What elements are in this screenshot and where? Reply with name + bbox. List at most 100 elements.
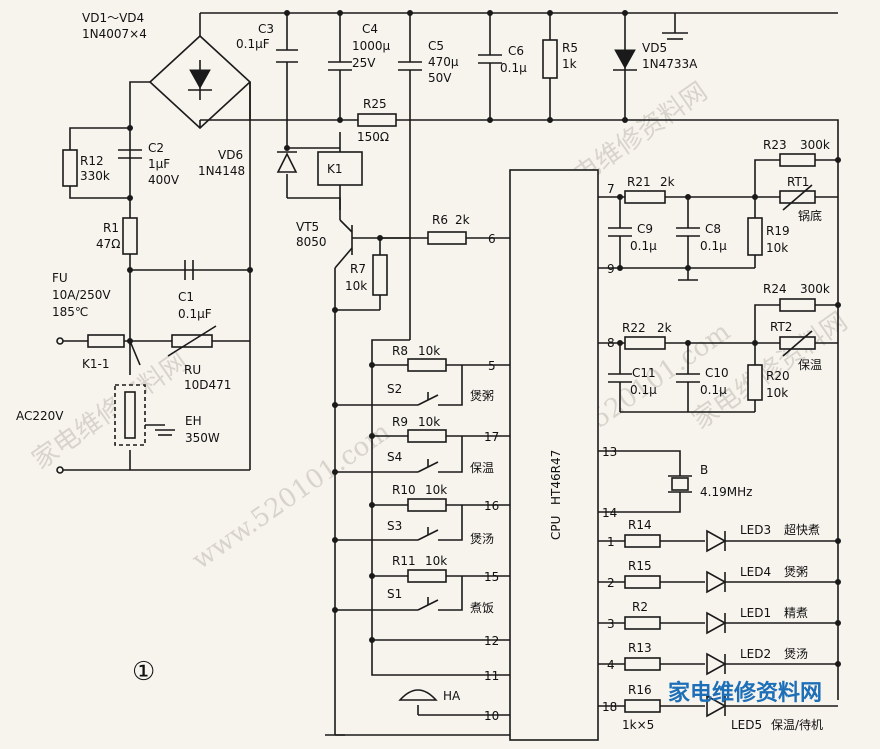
resistor-r7 [372,254,388,296]
r16-name: R16 [628,683,652,697]
vd5-name: VD5 [642,41,667,55]
pin-11: 11 [484,669,499,683]
r10-name: R10 [392,483,416,497]
pin-12: 12 [484,634,499,648]
switch-s4 [417,459,439,473]
pin-15: 15 [484,570,499,584]
resistor-r10 [407,498,447,512]
r7-value: 10k [345,279,367,293]
r9-value: 10k [418,415,440,429]
figure-number: ① [132,657,155,687]
pin-18: 18 [602,700,617,714]
eh-name: EH [185,414,202,428]
s3-func: 煲汤 [470,531,494,546]
r22-name: R22 [622,321,646,335]
r20-name: R20 [766,369,790,383]
resistor-r12 [62,149,78,187]
junctions [56,10,841,667]
eh-value: 350W [185,431,220,445]
cpu-part: HT46R47 [549,450,563,505]
fu-value2: 185℃ [52,305,88,319]
components [56,10,841,741]
ru-name: RU [184,363,201,377]
capacitor-c1 [184,260,194,280]
resistor-r24 [779,298,816,312]
r12-name: R12 [80,154,104,168]
cpu-label: CPU [549,516,563,540]
vd6-name: VD6 [218,148,243,162]
resistor-r11 [407,569,447,583]
capacitor-c4 [328,61,352,71]
capacitor-c5 [398,61,422,71]
resistor-r22 [624,336,666,350]
pin-2: 2 [607,576,615,590]
r24-value: 300k [800,282,830,296]
c1-name: C1 [178,290,194,304]
rt2-func: 保温 [798,358,822,372]
r22-value: 2k [657,321,672,335]
resistor-r20 [747,364,763,401]
capacitor-c6 [478,54,502,64]
pin-9: 9 [607,262,615,276]
c9-value: 0.1μ [630,239,657,253]
ac-label: AC220V [16,409,64,423]
vt5-name: VT5 [296,220,319,234]
site-logo: 家电维修资料网 [668,680,822,706]
r11-name: R11 [392,554,416,568]
resistor-r9 [407,429,447,443]
r16-value: 1k×5 [622,718,654,732]
c11-value: 0.1μ [630,383,657,397]
c6-value: 0.1μ [500,61,527,75]
c9-name: C9 [637,222,653,236]
s4-func: 保温 [470,461,494,475]
r14-name: R14 [628,518,652,532]
r7-name: R7 [350,262,366,276]
rt1-name: RT1 [787,175,809,189]
resistor-r21 [624,190,666,204]
r9-name: R9 [392,415,408,429]
capacitor-c8 [676,227,700,237]
ru-value: 10D471 [184,378,231,392]
pin-10: 10 [484,709,499,723]
c10-value: 0.1μ [700,383,727,397]
c5-value: 470μ [428,55,459,69]
c11-name: C11 [632,366,656,380]
r19-name: R19 [766,224,790,238]
led5-func: 保温/待机 [771,718,823,732]
pin-3: 3 [607,617,615,631]
pin-7: 7 [607,182,615,196]
s1-func: 煮饭 [470,601,494,615]
led-led3 [706,529,727,553]
pin-1: 1 [607,535,615,549]
s4-name: S4 [387,450,402,464]
c2-value2: 400V [148,173,180,187]
r5-name: R5 [562,41,578,55]
buzzer-ha [398,689,438,701]
bridge-value: 1N4007×4 [82,27,147,41]
r20-value: 10k [766,386,788,400]
led-led4 [706,570,727,594]
c4-name: C4 [362,22,378,36]
switch-s1 [417,597,439,611]
c2-name: C2 [148,141,164,155]
vt5-value: 8050 [296,235,327,249]
fuse-fu [87,334,125,348]
pin-13: 13 [602,445,617,459]
resistor-r25 [357,113,397,127]
r8-value: 10k [418,344,440,358]
k1-name: K1 [327,162,343,176]
pin-14: 14 [602,506,617,520]
switch-s3 [417,527,439,541]
r11-value: 10k [425,554,447,568]
led-led5 [706,694,727,718]
resistor-r6 [427,231,467,245]
c5-name: C5 [428,39,444,53]
resistor-r8 [407,358,447,372]
c8-name: C8 [705,222,721,236]
r1-value: 47Ω [96,237,120,251]
c6-name: C6 [508,44,524,58]
wiring [60,12,839,736]
c3-value: 0.1μF [236,37,270,51]
r8-name: R8 [392,344,408,358]
pin-8: 8 [607,336,615,350]
